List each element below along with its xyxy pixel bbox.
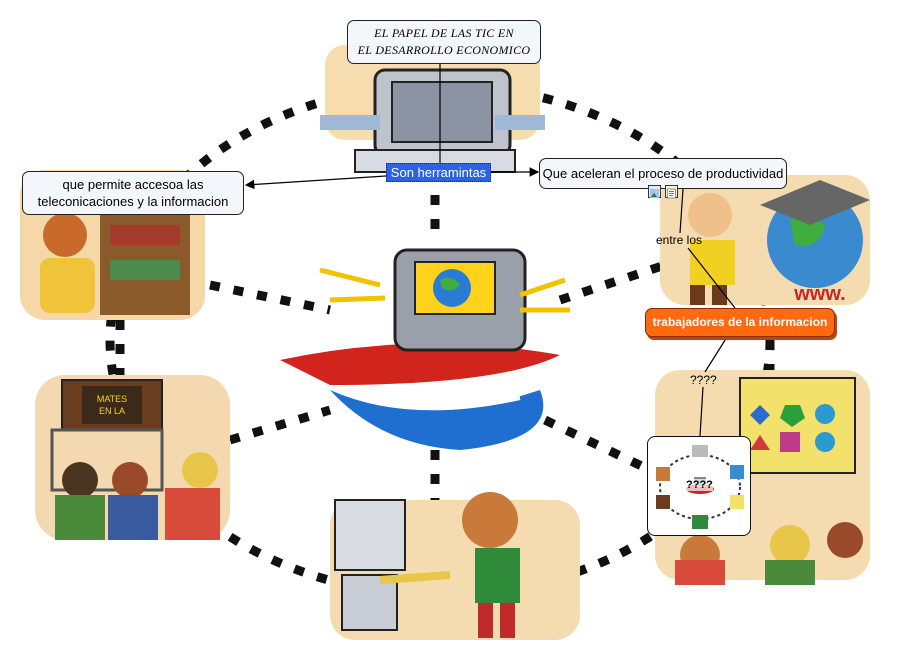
svg-text:MATES: MATES: [97, 394, 127, 404]
main-topic-node[interactable]: EL PAPEL DE LAS TIC EN EL DESARROLLO ECO…: [347, 20, 541, 64]
center-node[interactable]: Son herramintas: [386, 163, 491, 182]
central-computer-illustration: [280, 248, 570, 450]
link-label-entre: entre los: [656, 233, 703, 247]
thumbnail-question-label: ????: [686, 479, 713, 491]
svg-text:EN LA: EN LA: [99, 406, 125, 416]
girl-computer-illustration: [330, 492, 580, 640]
main-topic-line2: EL DESARROLLO ECONOMICO: [357, 43, 531, 57]
left-node-line1: que permite accesoa las: [62, 177, 204, 192]
svg-text:www.: www.: [793, 283, 845, 305]
main-topic-line1: EL PAPEL DE LAS TIC EN: [374, 26, 514, 40]
left-node-line2: teleconicaciones y la informacion: [37, 194, 229, 209]
left-node[interactable]: que permite accesoa las teleconicaciones…: [22, 171, 244, 215]
top-computer-illustration: [320, 45, 545, 173]
note-icon[interactable]: [665, 185, 678, 199]
right-node[interactable]: Que aceleran el proceso de productividad: [539, 158, 787, 189]
image-icon[interactable]: [648, 185, 661, 198]
orange-node[interactable]: trabajadores de la informacion: [645, 308, 835, 337]
link-label-question: ????: [690, 373, 717, 387]
tv-classroom-illustration: MATES EN LA: [35, 375, 230, 540]
